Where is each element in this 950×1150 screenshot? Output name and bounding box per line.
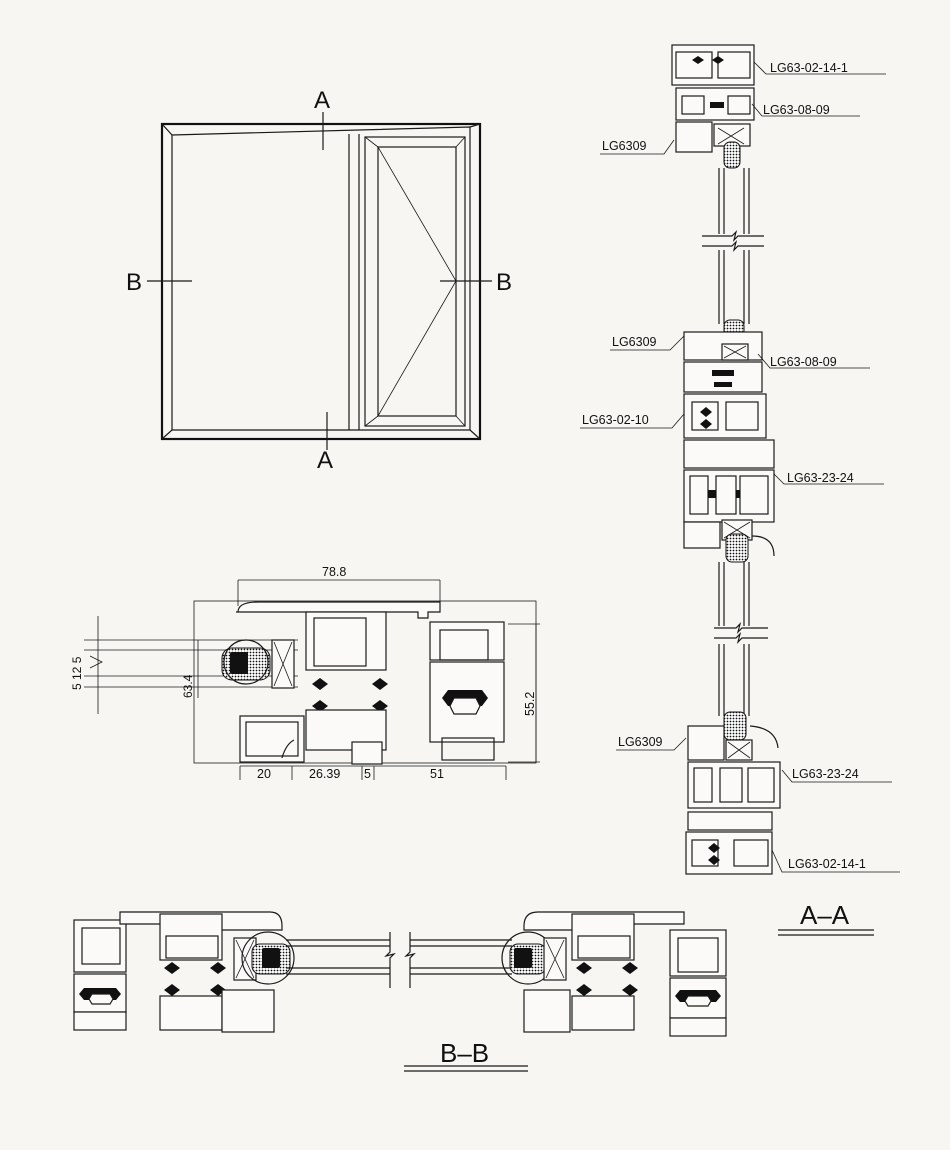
dim-bottom-1: 20	[257, 767, 271, 781]
dim-bottom-3: 5	[364, 767, 371, 781]
aa-label-10: LG63-02-14-1	[788, 857, 866, 871]
dim-glass: 63.4	[181, 674, 195, 698]
aa-label-8: LG6309	[618, 735, 663, 749]
aa-label-3: LG6309	[602, 139, 647, 153]
dim-bottom-4: 51	[430, 767, 444, 781]
dim-bottom-2: 26.39	[309, 767, 340, 781]
section-a-bottom-label: A	[317, 447, 333, 474]
aa-label-4: LG6309	[612, 335, 657, 349]
section-bb-drawing: B–B	[73, 911, 727, 1072]
aa-label-5: LG63-08-09	[770, 355, 837, 369]
dim-glass-layers: 5 12 5	[70, 656, 84, 690]
aa-label-6: LG63-02-10	[582, 413, 649, 427]
aa-label-9: LG63-23-24	[792, 767, 859, 781]
dim-width: 78.8	[322, 565, 346, 579]
aa-label-1: LG63-02-14-1	[770, 61, 848, 75]
aa-label-7: LG63-23-24	[787, 471, 854, 485]
aa-label-2: LG63-08-09	[763, 103, 830, 117]
section-aa-drawing	[671, 44, 781, 875]
section-b-left-label: B	[126, 269, 142, 296]
detail-section: 78.8 55.2 5 12 5 63.4	[70, 565, 540, 781]
section-a-top-label: A	[314, 87, 330, 114]
section-b-right-label: B	[496, 269, 512, 296]
section-bb-title: B–B	[440, 1038, 489, 1068]
section-aa-title: A–A	[800, 900, 850, 930]
dim-height: 55.2	[523, 692, 537, 716]
window-elevation: A A B B	[126, 87, 512, 474]
section-aa-labels: LG63-02-14-1 LG63-08-09 LG6309 LG6309 LG…	[580, 61, 900, 936]
